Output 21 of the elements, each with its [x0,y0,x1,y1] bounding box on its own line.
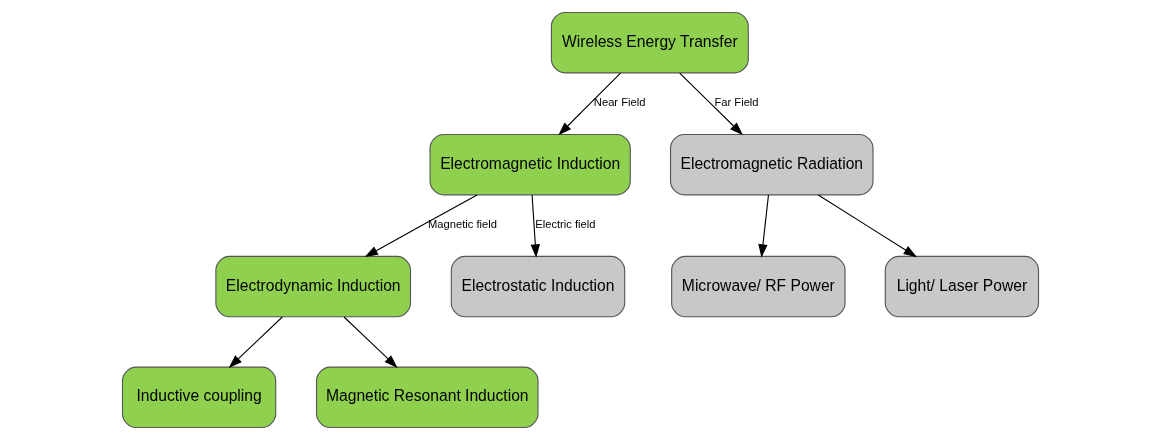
node-box: Electromagnetic Induction [429,133,631,196]
arrow [530,194,540,258]
edge-label: Far Field [714,96,759,109]
arrow [558,72,622,136]
node-box: Wireless Energy Transfer [550,11,749,74]
arrow [679,72,744,136]
node-box: Magnetic Resonant Induction [315,366,539,429]
node-box: Electromagnetic Radiation [670,133,874,196]
node-box: Inductive coupling [121,366,277,429]
arrow [817,194,917,258]
node-box: Electrodynamic Induction [215,255,412,318]
arrow [343,316,398,368]
node-box: Electrostatic Induction [450,255,626,318]
edge-label: Electric field [535,218,596,231]
edge-label: Near Field [593,96,646,109]
arrow [364,194,478,258]
node-box: Light/ Laser Power [884,255,1040,318]
arrow [758,194,770,258]
edge-label: Magnetic field [428,218,497,231]
arrow [228,316,283,368]
node-box: Microwave/ RF Power [671,255,846,318]
